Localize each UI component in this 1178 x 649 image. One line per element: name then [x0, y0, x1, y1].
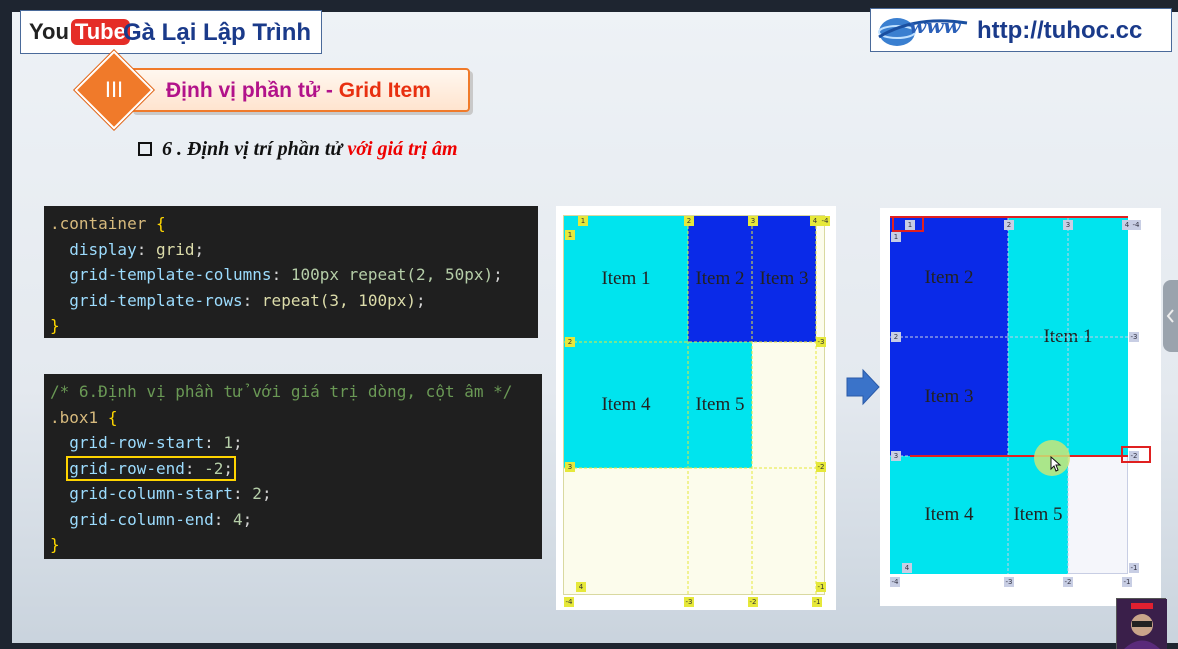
highlighted-line: grid-row-end: -2;	[66, 455, 237, 481]
highlight-marker	[1121, 446, 1151, 463]
grid-item-blue-block	[890, 218, 1008, 456]
grid-item-5: Item 5	[688, 342, 752, 468]
col-line-label: -4	[820, 216, 830, 226]
row-line-label: 4	[576, 582, 586, 592]
grid-before-panel: Item 1 Item 2 Item 3 Item 4 Item 5 1 2 3…	[556, 206, 836, 610]
grid-item-5: Item 5	[1008, 456, 1068, 574]
logo-you: You	[29, 19, 69, 44]
col-line-label: -1	[1122, 577, 1132, 587]
col-line-label: 4	[1122, 220, 1132, 230]
youtube-logo-icon: You Tube	[29, 19, 130, 45]
col-line-label: -2	[748, 597, 758, 607]
logo-tube: Tube	[70, 19, 130, 45]
mouse-pointer-icon	[1050, 456, 1062, 472]
grid-lines	[564, 216, 824, 594]
grid-item-1: Item 1	[564, 216, 688, 342]
grid-item-4: Item 4	[564, 342, 688, 468]
row-line-label: -3	[816, 337, 826, 347]
code-block-box1: /* 6.Định vị phần tử với giá trị dòng, c…	[44, 374, 542, 559]
row-line-label: -1	[1129, 563, 1139, 573]
col-line-label: -4	[1131, 220, 1141, 230]
row-line-label: 1	[565, 230, 575, 240]
row-line-label: -1	[816, 582, 826, 592]
side-panel-handle[interactable]	[1163, 280, 1178, 352]
row-line-label: 4	[902, 563, 912, 573]
row-line-label: -2	[816, 462, 826, 472]
right-arrow-icon	[846, 368, 880, 406]
col-line-label: -2	[1063, 577, 1073, 587]
website-url: http://tuhoc.cc	[977, 17, 1143, 44]
col-line-label: -4	[564, 597, 574, 607]
section-banner: Định vị phần tử - Grid Item	[130, 68, 470, 112]
left-frame	[0, 0, 12, 649]
row-line-label: 1	[891, 232, 901, 242]
col-line-label: 2	[1004, 220, 1014, 230]
code-block-container: .container { display: grid; grid-templat…	[44, 206, 538, 338]
col-line-label: 3	[748, 216, 758, 226]
col-line-label: 1	[905, 220, 915, 230]
channel-header: You Tube Gà Lại Lập Trình	[20, 10, 322, 54]
highlight-marker	[892, 216, 924, 232]
row-line-label: -3	[1129, 332, 1139, 342]
col-line-label: -4	[890, 577, 900, 587]
checkbox-bullet-icon	[138, 142, 152, 156]
row-line-label: -2	[1129, 451, 1139, 461]
channel-name: Gà Lại Lập Trình	[123, 19, 312, 46]
col-line-label: -3	[1004, 577, 1014, 587]
col-line-label: 2	[684, 216, 694, 226]
col-line-label: 4	[810, 216, 820, 226]
chevron-left-icon	[1166, 309, 1174, 323]
section-title: Định vị phần tử - Grid Item	[166, 79, 431, 102]
avatar-icon	[1117, 599, 1167, 649]
grid-item-3: Item 3	[752, 216, 816, 342]
slide-subtitle: 6 . Định vị trí phần tử với giá trị âm	[138, 138, 458, 161]
grid-item-4: Item 4	[890, 456, 1008, 574]
streamer-avatar	[1116, 598, 1167, 649]
grid-lines	[890, 216, 1128, 574]
col-line-label: 1	[578, 216, 588, 226]
col-line-label: -1	[812, 597, 822, 607]
www-globe-icon: www	[878, 14, 968, 46]
grid-item-3: Item 3	[924, 385, 974, 407]
row-line-label: 3	[891, 451, 901, 461]
www-label: www	[909, 14, 961, 38]
col-line-label: 3	[1063, 220, 1073, 230]
grid-item-2: Item 2	[688, 216, 752, 342]
website-header: www http://tuhoc.cc	[870, 8, 1172, 52]
bottom-frame	[0, 643, 1178, 649]
row-line-label: 2	[891, 332, 901, 342]
row-line-label: 2	[565, 337, 575, 347]
grid-after-panel: Item 2 Item 3 Item 1 Item 4 Item 5 1 2 3…	[880, 208, 1161, 606]
section-number: III	[104, 77, 124, 102]
col-line-label: -3	[684, 597, 694, 607]
grid-item-2: Item 2	[924, 266, 974, 288]
row-line-label: 3	[565, 462, 575, 472]
